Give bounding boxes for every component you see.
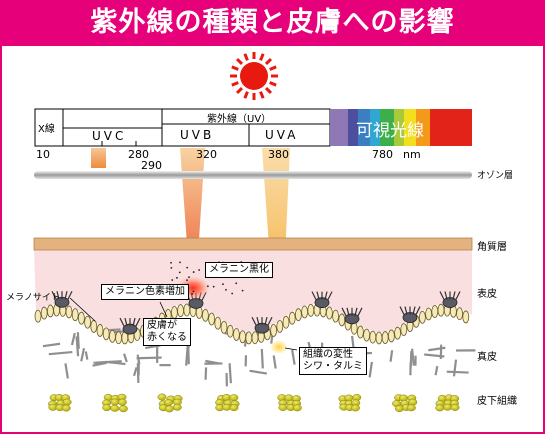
uv-header-label: 紫外線（UV）: [207, 114, 272, 125]
tick-320: 320: [196, 148, 217, 161]
uvb-beam: [180, 148, 205, 285]
page-title: 紫外線の種類と皮膚への影響: [0, 0, 545, 46]
uvc-label: UVC: [92, 129, 127, 143]
tick-unit-nm: nm: [403, 148, 421, 161]
subcutaneous-fat-cells: [48, 393, 460, 413]
redness-label-line2: 赤くなる: [147, 332, 187, 343]
dermis-change-label-line2: シワ・タルミ: [303, 361, 363, 372]
ozone-layer-label: オゾン層: [477, 171, 514, 181]
tick-780: 780: [372, 148, 393, 161]
visible-light-label: 可視光線: [356, 121, 424, 141]
melanin-increase-label: メラニン色素増加: [101, 284, 189, 300]
uva-damage-spot: [270, 340, 288, 354]
xray-label: X線: [38, 124, 55, 135]
uva-label: UVA: [265, 128, 299, 142]
dermis-label: 真皮: [477, 352, 497, 363]
epidermis-layer: [34, 250, 472, 332]
tick-10: 10: [36, 148, 50, 161]
subcutaneous-label: 皮下組織: [477, 396, 517, 407]
ozone-layer: [34, 171, 472, 179]
visible-spectrum-band: [330, 109, 472, 146]
tick-280: 280: [128, 148, 149, 161]
sun-icon: [230, 52, 278, 100]
melanocyte-label: メラノサイト: [6, 293, 60, 303]
tick-290: 290: [141, 159, 162, 172]
stratum-corneum-layer: [33, 237, 473, 251]
redness-label: 皮膚が 赤くなる: [143, 318, 191, 346]
spectrum-table: [34, 108, 472, 147]
redness-label-line1: 皮膚が: [147, 320, 177, 331]
uvc-swatch: [91, 148, 106, 168]
melanin-darkening-label: メラニン黒化: [205, 262, 273, 278]
epidermis-label: 表皮: [477, 289, 497, 300]
leader-lines: [69, 297, 298, 351]
dermis-change-label-line1: 組織の変性: [303, 349, 353, 360]
stratum-corneum-label: 角質層: [477, 242, 507, 253]
dermis-change-label: 組織の変性 シワ・タルミ: [299, 347, 367, 375]
tick-380: 380: [268, 148, 289, 161]
uvb-label: UVB: [180, 128, 215, 142]
